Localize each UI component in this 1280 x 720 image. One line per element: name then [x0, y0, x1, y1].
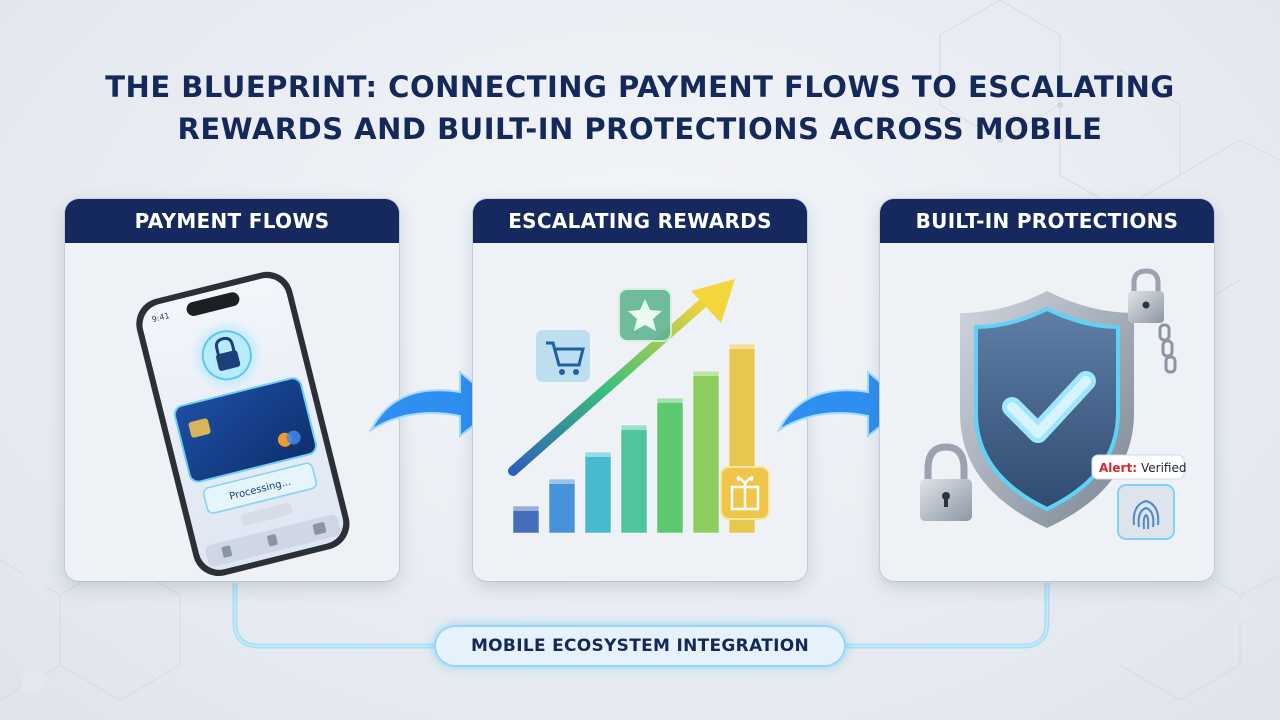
built-in-protections-panel: BUILT-IN PROTECTIONS: [880, 199, 1214, 581]
reward-bar-highlight: [693, 371, 719, 376]
reward-bar: [548, 478, 576, 534]
svg-text:Alert:Verified: Alert: Verified: [1099, 461, 1187, 475]
lock-icon: [214, 336, 241, 371]
phone-icon: 9:41 Processing...: [136, 271, 350, 577]
page-title: THE BLUEPRINT: CONNECTING PAYMENT FLOWS …: [0, 66, 1280, 150]
reward-bar: [692, 370, 720, 534]
reward-bar-highlight: [549, 479, 575, 484]
alert-prefix: Alert:: [1099, 461, 1137, 475]
gift-icon: [720, 466, 770, 520]
reward-bar-highlight: [657, 398, 683, 403]
fingerprint-icon: [1117, 484, 1175, 540]
alert-status: Verified: [1141, 461, 1187, 475]
title-line-2: REWARDS AND BUILT-IN PROTECTIONS ACROSS …: [177, 112, 1103, 146]
reward-bar-highlight: [513, 506, 539, 511]
padlock-icon: [920, 443, 972, 521]
escalating-rewards-header: ESCALATING REWARDS: [473, 199, 807, 243]
chain-padlock-icon: [1128, 268, 1177, 374]
reward-bar: [512, 505, 540, 534]
built-in-protections-illustration: Alert: Verified: [880, 243, 1214, 581]
escalating-rewards-illustration: [473, 243, 807, 581]
payment-flows-illustration: 9:41 Processing...: [65, 243, 399, 581]
mobile-ecosystem-integration-badge: MOBILE ECOSYSTEM INTEGRATION: [436, 627, 844, 665]
reward-bar: [656, 397, 684, 534]
reward-bar-highlight: [729, 344, 755, 349]
escalating-rewards-panel: ESCALATING REWARDS: [473, 199, 807, 581]
shopping-cart-icon: [534, 328, 592, 384]
reward-bar-highlight: [621, 425, 647, 430]
reward-bar: [620, 424, 648, 534]
reward-bar: [584, 451, 612, 534]
phone-status-time: 9:41: [151, 311, 171, 324]
payment-flows-panel: PAYMENT FLOWS 9:41: [65, 199, 399, 581]
title-line-1: THE BLUEPRINT: CONNECTING PAYMENT FLOWS …: [105, 70, 1175, 104]
reward-bar-highlight: [585, 452, 611, 457]
shield-check-icon: [960, 291, 1134, 528]
built-in-protections-header: BUILT-IN PROTECTIONS: [880, 199, 1214, 243]
payment-flows-header: PAYMENT FLOWS: [65, 199, 399, 243]
credit-card-icon: [173, 377, 318, 483]
alert-verified-badge: Alert: Verified: [1091, 454, 1187, 480]
star-icon: [618, 288, 672, 342]
